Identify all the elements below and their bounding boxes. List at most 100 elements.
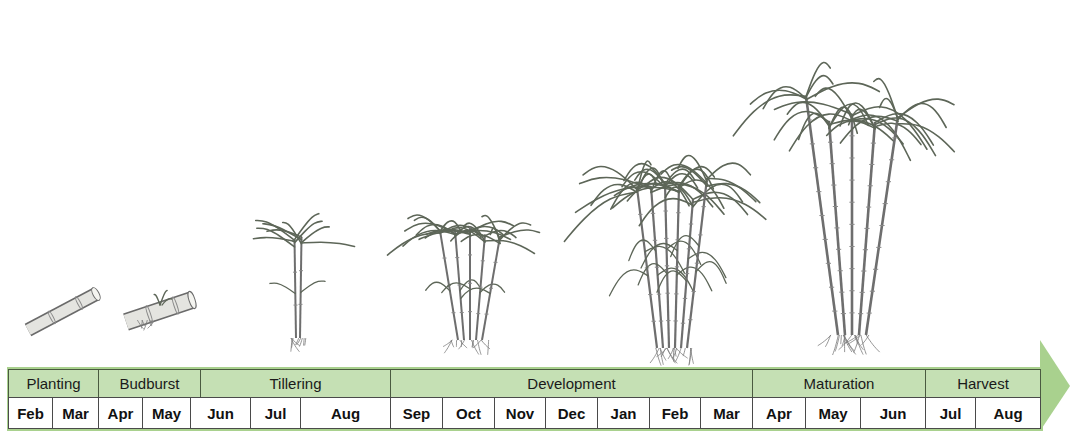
month-label: Sep: [403, 405, 431, 422]
stalk-node: [701, 206, 705, 207]
stalk-node: [452, 312, 456, 313]
stalk-node: [833, 206, 838, 207]
root: [444, 340, 452, 353]
leaf: [267, 230, 301, 237]
month-cell: Jan: [597, 397, 650, 429]
stalk: [300, 237, 302, 338]
month-label: May: [152, 405, 181, 422]
stalk-node: [849, 290, 854, 291]
month-cell: Feb: [649, 397, 701, 429]
leaf: [874, 79, 898, 120]
stage-label: Tillering: [270, 375, 322, 392]
month-label: Jun: [207, 405, 234, 422]
stalk-outline: [28, 294, 96, 330]
root: [291, 338, 300, 352]
stalk-node: [479, 287, 483, 288]
stalk-node: [691, 291, 695, 292]
stalk-node: [638, 214, 642, 215]
root: [148, 320, 155, 328]
month-label: May: [818, 405, 847, 422]
root: [150, 320, 151, 326]
stalk-node: [866, 207, 871, 208]
stalk-node: [468, 283, 472, 284]
stalk-node: [695, 263, 699, 264]
stalk-node: [688, 319, 692, 320]
timeline-arrow-head: [1040, 340, 1070, 431]
stalk-node: [685, 273, 689, 274]
month-cell: Feb: [8, 397, 53, 429]
stalk-node: [849, 268, 854, 269]
leaf: [898, 104, 946, 128]
stalk-node: [826, 263, 831, 264]
stalk-node: [683, 298, 687, 299]
root: [305, 338, 306, 346]
sugarcane-plants: [28, 62, 954, 365]
stalk-node: [651, 213, 655, 214]
root: [299, 338, 302, 347]
month-cell: Aug: [300, 397, 391, 429]
stalk-node: [830, 163, 835, 164]
root: [481, 340, 490, 349]
month-label: Jul: [265, 405, 287, 422]
month-label: Jun: [880, 405, 907, 422]
stalk-node: [864, 228, 869, 229]
stalk-node: [876, 247, 881, 248]
stalk: [829, 121, 845, 335]
stalk: [476, 234, 485, 340]
stage-band: Budburst: [98, 369, 201, 398]
stalk-node: [867, 313, 872, 314]
root: [825, 335, 830, 347]
leaf: [490, 228, 500, 243]
leaf: [426, 282, 450, 291]
sugarcane-plant: [733, 62, 954, 355]
stalk-node: [831, 185, 836, 186]
leaf: [500, 223, 531, 240]
stalk: [665, 184, 669, 348]
root: [471, 340, 478, 354]
stalk-node: [460, 312, 464, 313]
stalk-node: [476, 313, 480, 314]
month-label: Jan: [611, 405, 637, 422]
month-cell: Aug: [975, 397, 1041, 429]
month-cell: Jun: [860, 397, 926, 429]
stalk-node: [494, 262, 498, 263]
cut-end: [186, 291, 197, 310]
leaf: [806, 62, 830, 96]
leaf: [693, 192, 748, 214]
stage-label: Harvest: [957, 375, 1009, 392]
stalk-node: [810, 143, 815, 144]
stage-label: Planting: [26, 375, 80, 392]
stalk-node: [868, 185, 873, 186]
stalk-node: [849, 202, 854, 203]
month-cell: Dec: [545, 397, 598, 429]
stalk-node: [870, 291, 875, 292]
stalk-node: [47, 311, 56, 325]
stalk-node: [869, 164, 874, 165]
leaf: [696, 262, 726, 284]
leaf: [707, 183, 760, 202]
timeline-arrow-body: [7, 367, 1043, 431]
stalk: [859, 122, 875, 335]
month-cell: Mar: [700, 397, 753, 429]
root: [840, 335, 842, 344]
leaf: [609, 270, 648, 296]
leaf: [678, 156, 707, 182]
stalk-node: [485, 314, 489, 315]
leaf: [614, 184, 679, 196]
root: [855, 335, 864, 350]
month-cell: May: [142, 397, 191, 429]
stalk-node: [858, 313, 863, 314]
stalk-node: [849, 246, 854, 247]
stalk-node: [293, 272, 297, 273]
month-label: Dec: [558, 405, 586, 422]
stalk-node: [687, 248, 691, 249]
stalk: [681, 199, 693, 348]
stalk-node: [468, 254, 472, 255]
stage-label: Maturation: [804, 375, 875, 392]
month-cell: Apr: [98, 397, 143, 429]
stage-band: Planting: [8, 369, 99, 398]
root: [854, 335, 860, 353]
stalk-node: [74, 296, 83, 310]
stalk-node: [651, 321, 655, 322]
